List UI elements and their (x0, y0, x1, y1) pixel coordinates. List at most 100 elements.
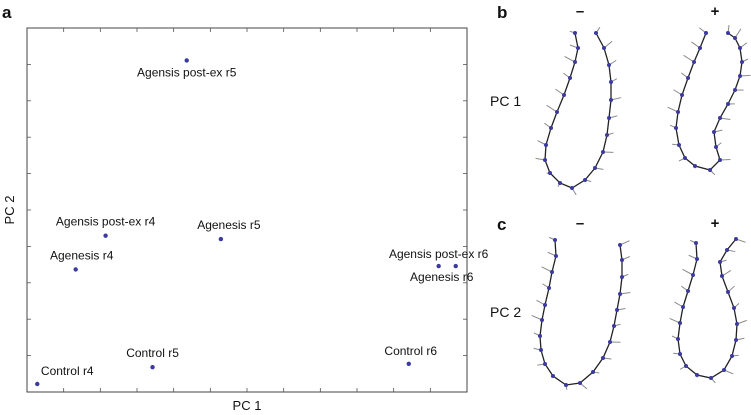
shape-landmark (544, 143, 548, 147)
shape-landmark (718, 116, 722, 120)
shape-landmark (678, 321, 682, 325)
shape-landmark (718, 260, 722, 264)
shape-landmark (543, 362, 547, 366)
shape-landmark (674, 126, 678, 130)
shape-outline (675, 32, 743, 171)
data-point (184, 58, 189, 63)
shape-landmark (676, 110, 680, 114)
shape-landmark (594, 31, 598, 35)
data-point (453, 263, 458, 269)
point-label: Agenesis r4 (50, 248, 114, 262)
shape-landmark (605, 133, 609, 137)
minus-label-b: – (576, 3, 584, 20)
shape-landmark (680, 93, 684, 97)
shape-landmark (551, 374, 555, 378)
shape-landmark (540, 318, 544, 322)
shape-vector (683, 54, 695, 63)
shape-landmark (550, 270, 554, 274)
shape-landmark (733, 36, 737, 40)
shape-landmark (607, 63, 611, 67)
shape-landmark (607, 116, 611, 120)
shape-landmark (591, 370, 595, 374)
point-label: Agenesis r6 (410, 270, 474, 284)
shape-landmark (609, 80, 613, 84)
minus-label-c: – (576, 215, 584, 232)
point-label: Agensis post-ex r5 (137, 65, 237, 79)
shape-landmark (554, 254, 558, 258)
shape-outline (544, 32, 612, 189)
shape-landmark (573, 60, 577, 64)
shape-landmark (708, 168, 712, 172)
shape-landmark (738, 46, 742, 50)
shape-landmark (683, 156, 687, 160)
shape-outlines (531, 25, 751, 390)
shape-landmark (538, 334, 542, 338)
y-axis-title: PC 2 (2, 196, 17, 225)
shape-landmark (734, 338, 738, 342)
shape-landmark (698, 46, 702, 50)
point-label: Control r4 (41, 364, 94, 378)
shape-landmark (686, 76, 690, 80)
shape-landmark (712, 130, 716, 134)
shape-landmark (718, 158, 722, 162)
shape-landmark (692, 60, 696, 64)
shape-landmark (573, 31, 577, 35)
shape-landmark (620, 258, 624, 262)
shape-landmark (548, 171, 552, 175)
data-point (103, 233, 108, 238)
axis-ticks (27, 28, 467, 392)
shape-landmark (555, 110, 559, 114)
data-point (35, 381, 40, 387)
shape-landmark (740, 60, 744, 64)
shape-landmark (593, 166, 597, 170)
shape-landmark (558, 181, 562, 185)
shape-landmark (695, 257, 699, 261)
shape-landmark (733, 88, 737, 92)
point-label: Agenesis r5 (197, 218, 261, 232)
shape-landmark (725, 248, 729, 252)
shape-landmark (549, 126, 553, 130)
point-label: Control r6 (384, 344, 437, 358)
shape-landmark (601, 356, 605, 360)
shape-landmark (576, 46, 580, 50)
shape-landmark (564, 383, 568, 387)
shape-landmark (726, 31, 730, 35)
shape-landmark (686, 289, 690, 293)
shape-landmark (583, 178, 587, 182)
shape-landmark (678, 352, 682, 356)
data-point (73, 267, 78, 272)
shape-landmark (720, 274, 724, 278)
shape-landmark (694, 241, 698, 245)
shape-pc2-plus (669, 237, 747, 384)
shape-vector (546, 104, 558, 113)
shape-landmark (618, 292, 622, 296)
shape-pc1-minus (535, 26, 622, 196)
shape-landmark (676, 337, 680, 341)
shape-landmark (562, 93, 566, 97)
shape-landmark (732, 306, 736, 310)
shape-landmark (609, 98, 613, 102)
panel-letter-c: c (497, 215, 506, 234)
data-point (406, 361, 411, 366)
shape-landmark (722, 368, 726, 372)
plus-label-c: + (711, 215, 720, 232)
point-label: Control r5 (126, 346, 179, 360)
shape-landmark (695, 373, 699, 377)
shape-landmark (691, 273, 695, 277)
shape-outline (539, 239, 623, 386)
shape-landmark (677, 143, 681, 147)
shape-landmark (612, 324, 616, 328)
shape-landmark (539, 348, 543, 352)
shape-landmark (608, 340, 612, 344)
shape-landmark (726, 290, 730, 294)
shape-landmark (615, 308, 619, 312)
shape-landmark (730, 354, 734, 358)
shape-landmark (709, 376, 713, 380)
shape-landmark (570, 186, 574, 190)
shape-landmark (704, 31, 708, 35)
data-point (218, 236, 224, 242)
point-label: Agensis post-ex r6 (389, 247, 489, 261)
shape-pc2-minus (531, 236, 631, 390)
